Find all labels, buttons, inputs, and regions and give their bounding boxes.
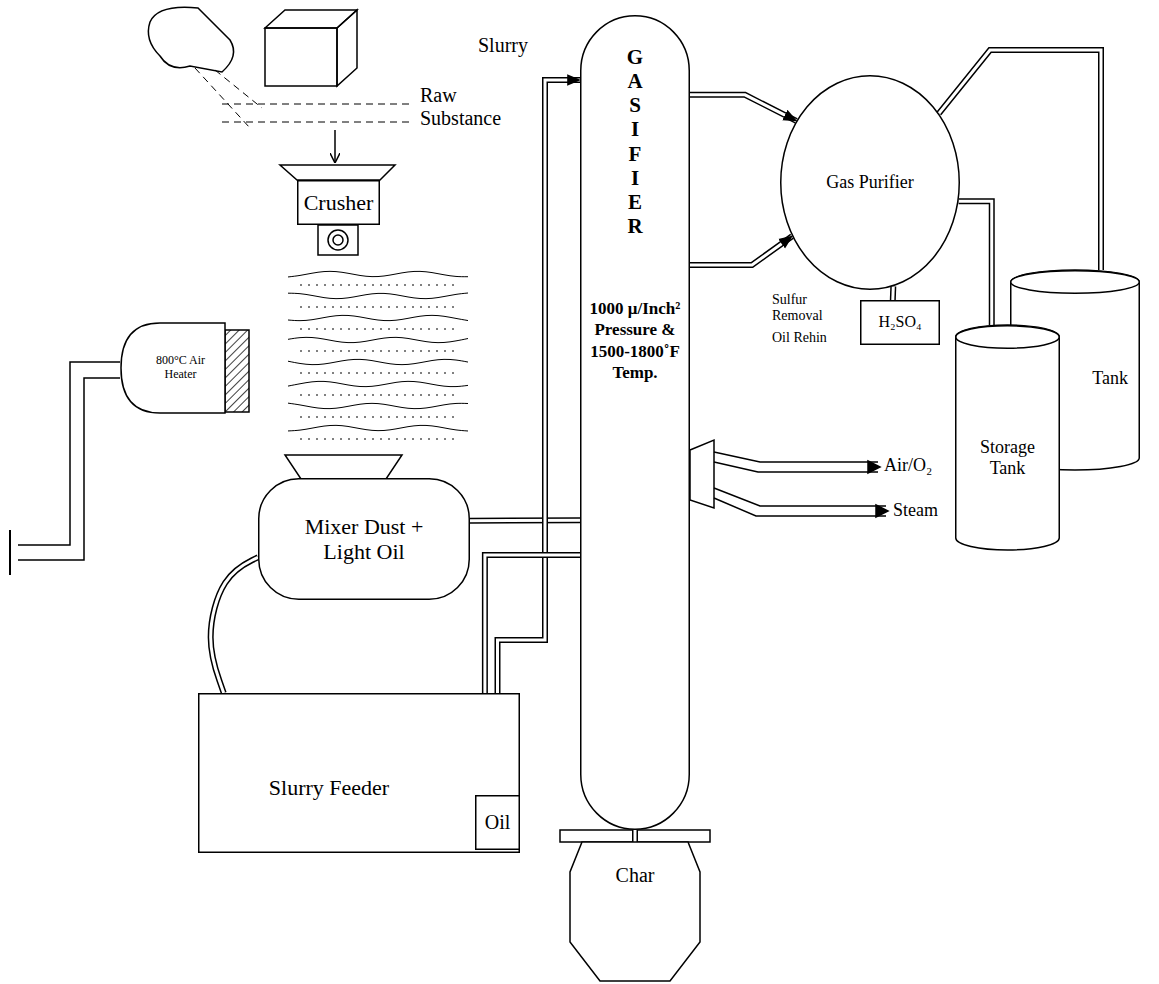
node-text: 800°C Air Heater [144, 354, 217, 382]
storage-tank: Storage Tank [955, 325, 1060, 550]
label: Raw Substance [420, 84, 520, 130]
raw-block [265, 10, 357, 86]
node-outline [198, 693, 520, 853]
raw-lump [148, 7, 233, 72]
pipe-connector [470, 520, 580, 521]
char-plate [560, 830, 710, 842]
node-text: H₂SO₄ [878, 313, 921, 331]
node-text: Mixer Dust + Light Oil [282, 514, 446, 565]
crusher-roller [318, 225, 358, 255]
node-text: 1000 μ/Inch² Pressure & 1500-1800˚F Temp… [587, 298, 683, 383]
gas-purifier: Gas Purifier [780, 75, 960, 290]
heater-wire [10, 362, 120, 575]
label: Slurry [478, 34, 548, 57]
heater-grille [225, 330, 249, 412]
node-text: Slurry Feeder [269, 775, 389, 800]
char-hopper: Char [570, 842, 700, 982]
node-text: Oil [485, 811, 511, 834]
pipe-connector [892, 286, 893, 300]
mixer-tank: Mixer Dust + Light Oil [258, 478, 470, 600]
acid-box: H₂SO₄ [860, 300, 940, 345]
pipe-connector [959, 201, 992, 325]
node-text: Storage Tank [963, 437, 1052, 478]
steam-inlet-line [714, 488, 888, 517]
feed-dash-lines [195, 68, 410, 128]
node-text: Gas Purifier [826, 172, 913, 193]
crusher-box: Crusher [297, 180, 380, 225]
pipe-connector [498, 80, 581, 795]
node-text: Tank [1092, 368, 1128, 389]
crushed-material [288, 271, 468, 439]
node-text: GASIFIER [627, 45, 644, 238]
air-heater: 800°C Air Heater [120, 322, 225, 414]
pipe-connector [211, 557, 258, 693]
air-inlet-line [714, 452, 880, 473]
slurry-feeder: Slurry FeederOil [198, 693, 520, 853]
label: Sulfur Removal [772, 292, 854, 324]
node-outline [570, 842, 700, 982]
gasifier-vessel: GASIFIER 1000 μ/Inch² Pressure & 1500-180… [580, 15, 690, 830]
gas-inlet-nozzle [690, 440, 714, 508]
label: Air/O₂ [884, 455, 954, 476]
feed-arrow [334, 130, 336, 162]
crusher-hopper [280, 165, 395, 180]
node-text: Crusher [304, 190, 374, 215]
label: Steam [893, 500, 951, 521]
pipe-connector [690, 95, 796, 121]
node-text: Char [616, 864, 655, 887]
pipe-connector [485, 555, 580, 693]
mixer-hopper [285, 455, 402, 479]
pipe-connector [690, 236, 792, 265]
pipe-connector [635, 830, 636, 842]
oil-box: Oil [475, 795, 520, 850]
label: Oil Rehin [772, 330, 854, 346]
pipe-connector [939, 50, 1101, 270]
